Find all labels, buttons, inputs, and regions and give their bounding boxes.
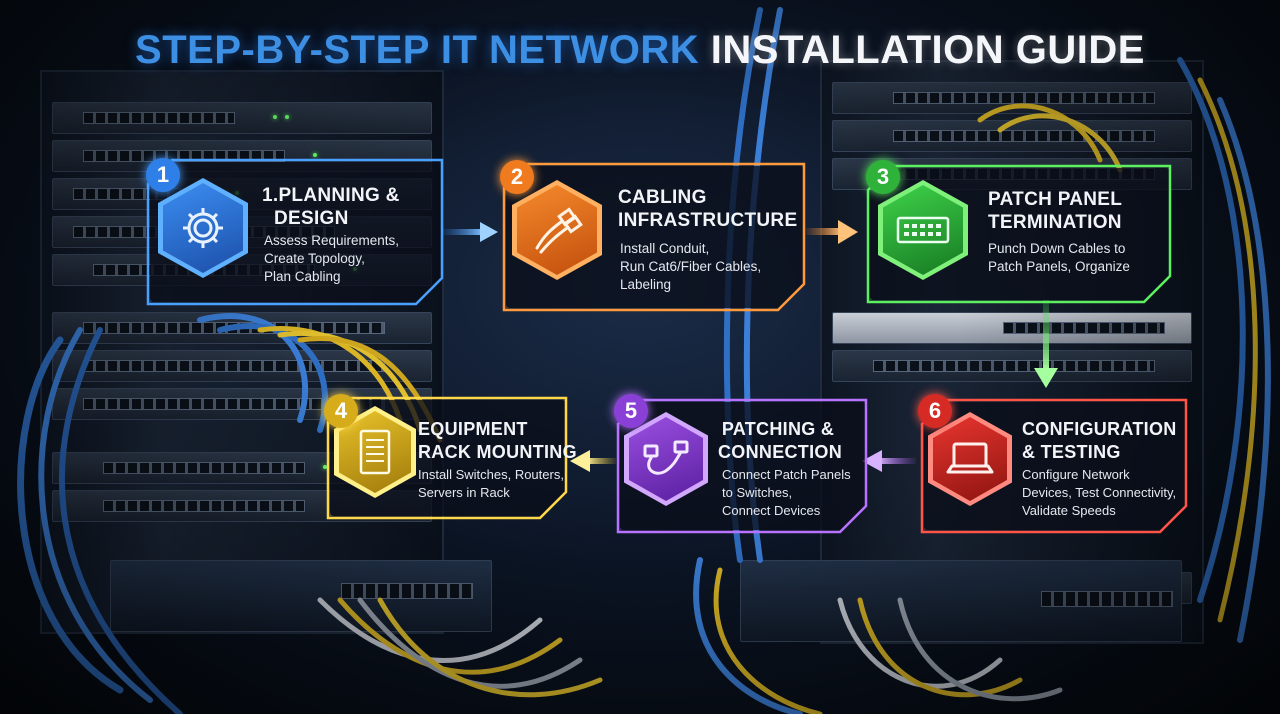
arrow-6-to-5 [862,450,916,472]
step-title: 1.PLANNING & DESIGN [262,185,400,229]
step-title: CABLING INFRASTRUCTURE [618,187,798,231]
patch-panel-icon [896,216,950,244]
patch-cable-icon [643,440,689,475]
laptop-icon [946,442,994,474]
step-title: PATCH PANEL TERMINATION [988,189,1123,233]
step-title: EQUIPMENT RACK MOUNTING [418,419,577,462]
step-title: CONFIGURATION & TESTING [1022,419,1177,462]
step-description: Install Switches, Routers, Servers in Ra… [418,467,564,500]
step-number-badge: 2 [500,160,534,194]
step-description: Punch Down Cables to Patch Panels, Organ… [988,241,1130,274]
title-part-blue: STEP-BY-STEP IT NETWORK [135,28,700,72]
step-description: Install Conduit, Run Cat6/Fiber Cables, … [620,241,762,292]
step-number-badge: 6 [918,394,952,428]
step-number-badge: 4 [324,394,358,428]
step-description: Assess Requirements, Create Topology, Pl… [264,233,400,284]
title-part-white: INSTALLATION GUIDE [710,28,1145,72]
step-number-badge: 3 [866,160,900,194]
ethernet-cable-icon [535,207,583,254]
step-description: Configure Network Devices, Test Connecti… [1022,467,1177,518]
gear-icon [183,208,223,248]
step-number-badge: 5 [614,394,648,428]
arrow-2-to-3 [806,220,858,244]
arrow-5-to-4 [570,450,616,472]
step-description: Connect Patch Panels to Switches, Connec… [722,467,851,518]
step-title: PATCHING & CONNECTION [718,419,842,462]
arrow-3-to-6 [1034,300,1058,388]
step-hex-badge [334,406,416,498]
page-title: STEP-BY-STEP IT NETWORK INSTALLATION GUI… [0,28,1280,73]
server-rack-icon [359,429,391,475]
step-number-badge: 1 [146,158,180,192]
arrow-1-to-2 [443,222,498,242]
